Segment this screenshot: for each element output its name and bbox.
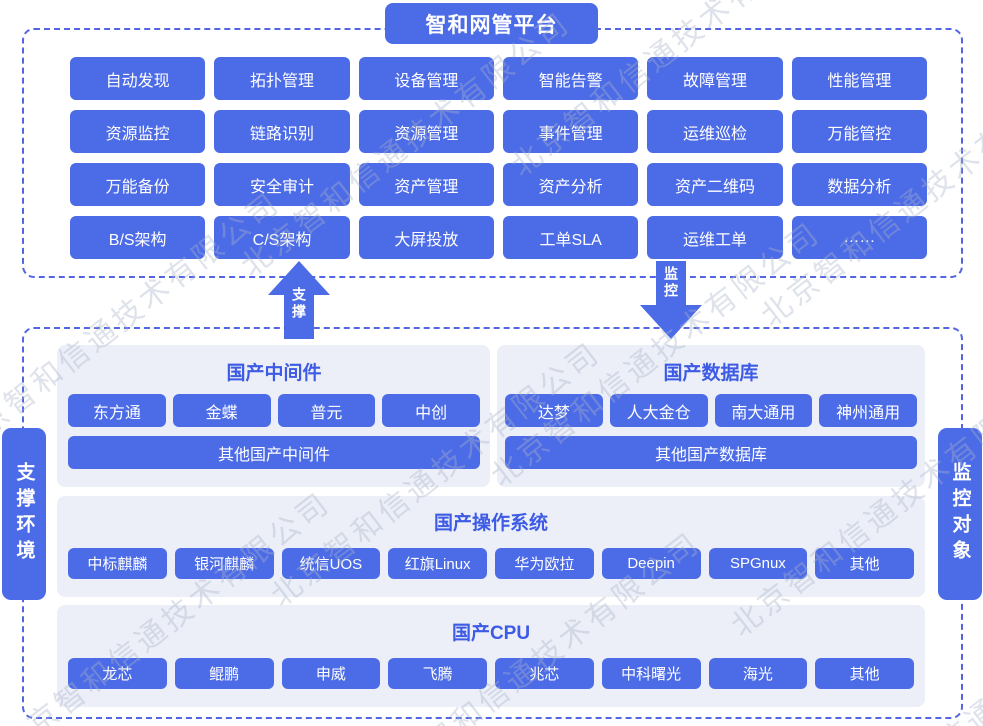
support-environment-label: 支撑环境 xyxy=(2,428,46,600)
cpu-block: 龙芯 xyxy=(68,658,167,689)
feature-block: 万能备份 xyxy=(70,163,206,206)
middleware-other-block: 其他国产中间件 xyxy=(68,436,480,469)
arrow-down-head xyxy=(640,305,702,339)
feature-block: 故障管理 xyxy=(647,57,783,100)
feature-block: 自动发现 xyxy=(70,57,206,100)
arrow-up-head xyxy=(268,261,330,295)
database-block: 达梦 xyxy=(505,394,603,427)
feature-block: 拓扑管理 xyxy=(214,57,350,100)
database-block: 南大通用 xyxy=(714,394,813,427)
monitor-target-label: 监控对象 xyxy=(938,428,982,600)
feature-block: 资产二维码 xyxy=(647,163,783,206)
feature-block: 工单SLA xyxy=(502,216,639,259)
os-title: 国产操作系统 xyxy=(433,513,548,534)
feature-block: 资源监控 xyxy=(70,110,206,153)
feature-block: C/S架构 xyxy=(214,216,350,259)
feature-block: 大屏投放 xyxy=(358,216,494,259)
feature-block: 设备管理 xyxy=(358,57,494,100)
feature-block: 运维巡检 xyxy=(647,110,783,153)
arrow-up-stem xyxy=(284,295,314,339)
feature-block: 万能管控 xyxy=(791,110,927,153)
middleware-block: 金蝶 xyxy=(172,394,271,427)
middleware-other-row: 其他国产中间件 xyxy=(68,436,480,469)
os-block: SPGnux xyxy=(708,548,808,579)
database-block: 人大金仓 xyxy=(609,394,708,427)
feature-block: 性能管理 xyxy=(791,57,927,100)
database-items: 达梦人大金仓南大通用神州通用 xyxy=(505,394,917,427)
cpu-block: 鲲鹏 xyxy=(174,658,274,689)
feature-block: 安全审计 xyxy=(214,163,350,206)
database-title: 国产数据库 xyxy=(663,363,759,384)
middleware-panel: 国产中间件 东方通金蝶普元中创 其他国产中间件 xyxy=(57,345,490,487)
os-block: 红旗Linux xyxy=(388,548,487,579)
feature-block: 资产分析 xyxy=(502,163,639,206)
cpu-block: 申威 xyxy=(281,658,381,689)
database-other-block: 其他国产数据库 xyxy=(505,436,917,469)
os-block: 银河麒麟 xyxy=(174,548,274,579)
feature-grid: 自动发现拓扑管理设备管理智能告警故障管理性能管理资源监控链路识别资源管理事件管理… xyxy=(24,30,961,259)
middleware-title: 国产中间件 xyxy=(226,363,322,384)
support-environment-text: 支撑环境 xyxy=(13,462,35,566)
feature-block: B/S架构 xyxy=(70,216,206,259)
middleware-items: 东方通金蝶普元中创 xyxy=(68,394,480,427)
middleware-block: 东方通 xyxy=(68,394,166,427)
support-arrow-label: 支撑 xyxy=(291,287,307,321)
arrow-down-stem xyxy=(656,261,686,305)
os-block: 统信UOS xyxy=(281,548,381,579)
os-block: 其他 xyxy=(815,548,914,579)
feature-block: 资源管理 xyxy=(358,110,494,153)
monitor-target-text: 监控对象 xyxy=(949,462,971,566)
cpu-panel: 国产CPU 龙芯鲲鹏申威飞腾兆芯中科曙光海光其他 xyxy=(57,605,925,707)
cpu-block: 中科曙光 xyxy=(601,658,701,689)
monitor-arrow-label: 监控 xyxy=(663,266,679,300)
os-block: 中标麒麟 xyxy=(68,548,167,579)
feature-block: 数据分析 xyxy=(791,163,927,206)
feature-block: 链路识别 xyxy=(214,110,350,153)
cpu-block: 海光 xyxy=(708,658,808,689)
os-block: 华为欧拉 xyxy=(495,548,594,579)
database-panel: 国产数据库 达梦人大金仓南大通用神州通用 其他国产数据库 xyxy=(497,345,925,487)
feature-block: 事件管理 xyxy=(502,110,639,153)
middleware-block: 中创 xyxy=(382,394,480,427)
middleware-block: 普元 xyxy=(277,394,376,427)
cpu-block: 其他 xyxy=(815,658,914,689)
os-block: Deepin xyxy=(601,548,701,579)
monitor-arrow-down-icon: 监控 xyxy=(640,261,702,339)
cpu-title: 国产CPU xyxy=(451,623,531,644)
cpu-items: 龙芯鲲鹏申威飞腾兆芯中科曙光海光其他 xyxy=(68,658,914,689)
feature-block: 运维工单 xyxy=(647,216,783,259)
cpu-block: 飞腾 xyxy=(388,658,487,689)
feature-block: 智能告警 xyxy=(502,57,639,100)
support-arrow-up-icon: 支撑 xyxy=(268,261,330,339)
database-block: 神州通用 xyxy=(819,394,917,427)
feature-block: 资产管理 xyxy=(358,163,494,206)
cpu-block: 兆芯 xyxy=(495,658,594,689)
feature-block: …… xyxy=(791,216,927,259)
database-other-row: 其他国产数据库 xyxy=(505,436,917,469)
platform-title: 智和网管平台 xyxy=(385,3,598,44)
